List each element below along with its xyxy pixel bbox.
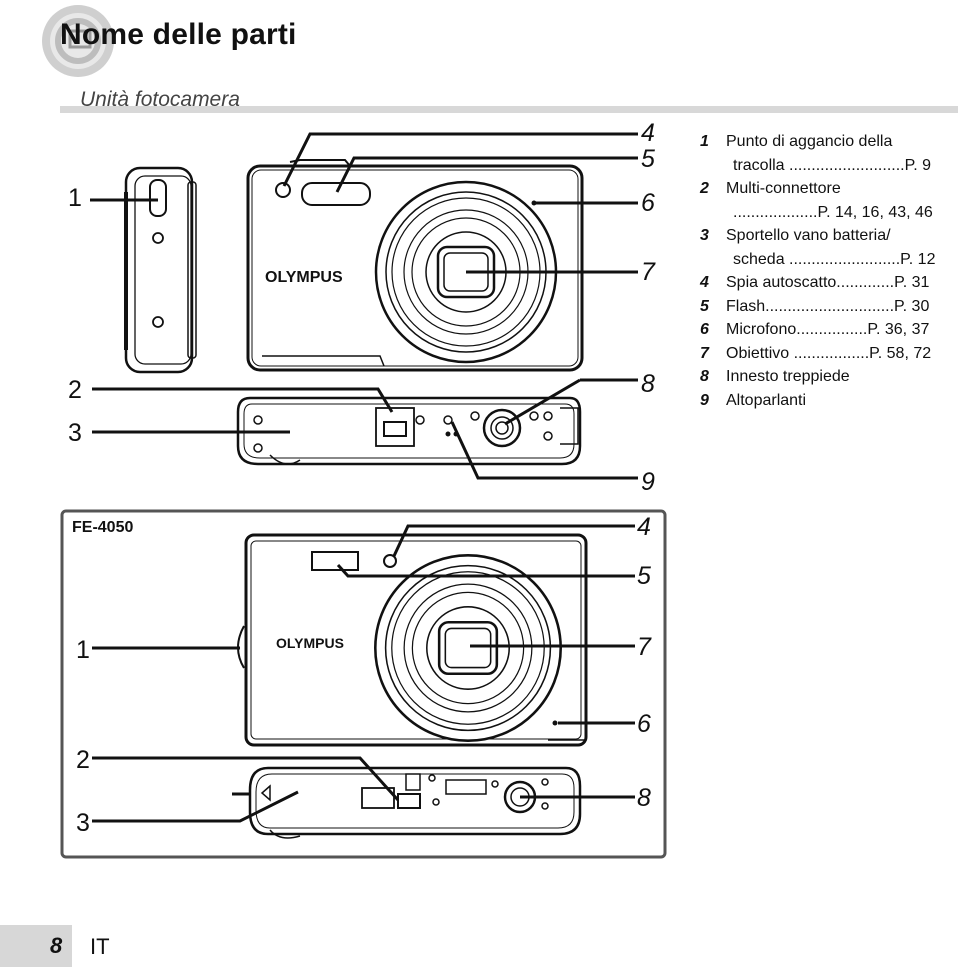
- legend-item-cont: ...................P. 14, 16, 43, 46: [733, 203, 933, 221]
- callout-numbers-top: 1 2 3 4 5 6 7 8 9: [68, 119, 656, 496]
- page-title: Nome delle parti: [60, 18, 297, 51]
- legend-item-cont: tracolla ..........................P. 9: [733, 156, 931, 174]
- section-subtitle: Unità fotocamera: [80, 88, 240, 111]
- callout-b-2: 2: [76, 746, 90, 774]
- page-tab: [0, 925, 72, 967]
- camera-icon: [42, 5, 114, 77]
- callout-b-8: 8: [637, 784, 651, 812]
- callout-1: 1: [68, 184, 82, 212]
- bottom-view-top: [236, 396, 582, 466]
- callout-5: 5: [641, 145, 655, 173]
- callout-b-3: 3: [76, 809, 90, 837]
- model-name: FE-4050: [72, 519, 134, 536]
- model-box: [60, 509, 667, 859]
- callout-lines-top: [90, 132, 638, 480]
- page-number: 8: [50, 933, 63, 958]
- legend-item-cont: scheda .........................P. 12: [733, 250, 936, 268]
- front-view-bottom: OLYMPUS: [237, 533, 588, 747]
- callout-b-5: 5: [637, 562, 651, 590]
- callout-lines-bottom: [92, 524, 635, 823]
- callout-2: 2: [68, 376, 82, 404]
- side-view-top: [124, 166, 197, 374]
- section-rule: [60, 106, 958, 113]
- callout-numbers-bottom: 1 2 3 4 5 7 6 8: [76, 513, 652, 837]
- callout-b-1: 1: [76, 636, 90, 664]
- callout-8: 8: [641, 370, 655, 398]
- callout-3: 3: [68, 419, 82, 447]
- callout-6: 6: [641, 189, 655, 217]
- brand-logo-bottom: OLYMPUS: [276, 635, 344, 651]
- callout-b-6: 6: [637, 710, 651, 738]
- callout-9: 9: [641, 468, 655, 496]
- callout-b-4: 4: [637, 513, 651, 541]
- page-language: IT: [90, 934, 110, 959]
- callout-b-7: 7: [637, 633, 652, 661]
- bottom-view-bottom: [232, 766, 582, 839]
- callout-7: 7: [641, 258, 656, 286]
- front-view-top: OLYMPUS: [246, 159, 584, 372]
- brand-logo: OLYMPUS: [265, 269, 343, 286]
- callout-4: 4: [641, 119, 655, 147]
